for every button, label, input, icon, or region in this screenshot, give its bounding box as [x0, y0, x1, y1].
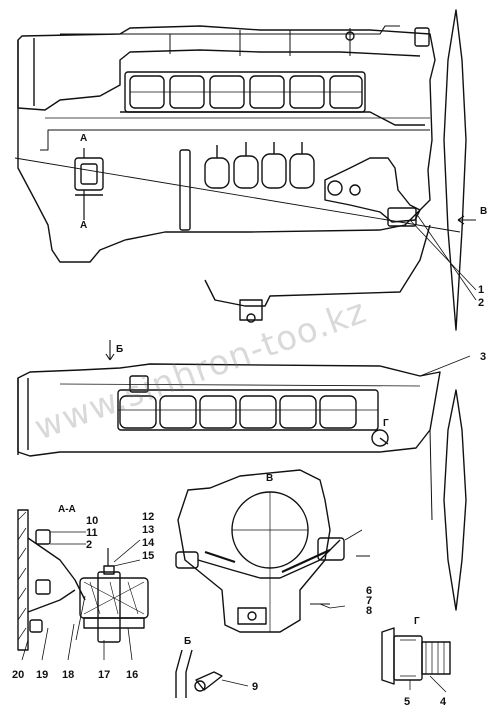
callout-2b: 2 — [86, 539, 92, 551]
detail-section-aa — [17, 509, 149, 661]
callout-3: 3 — [480, 351, 486, 363]
callout-17: 17 — [98, 669, 110, 681]
view-mark-v-arrow: В — [480, 206, 487, 217]
callout-16: 16 — [126, 669, 138, 681]
detail-title-b: Б — [184, 636, 191, 647]
oil-filters — [204, 142, 315, 189]
view-mark-g-top: Г — [383, 418, 389, 429]
section-mark-a-bottom: А — [80, 220, 87, 231]
callout-1: 1 — [478, 284, 484, 296]
callout-2: 2 — [478, 297, 484, 309]
callout-5: 5 — [404, 696, 410, 708]
callout-15: 15 — [142, 550, 154, 562]
section-mark-a-top: А — [80, 133, 87, 144]
detail-view-v — [175, 469, 370, 633]
callout-12: 12 — [142, 511, 154, 523]
callout-11: 11 — [86, 527, 98, 539]
callout-18: 18 — [62, 669, 74, 681]
detail-title-g: Г — [414, 616, 420, 627]
callout-20: 20 — [12, 669, 24, 681]
detail-title-v: В — [266, 473, 273, 484]
callout-8: 8 — [366, 605, 372, 617]
engine-side-view — [17, 340, 471, 611]
callout-14: 14 — [142, 537, 155, 549]
callout-9: 9 — [252, 681, 258, 693]
callout-19: 19 — [36, 669, 48, 681]
engine-top-view — [14, 9, 477, 331]
callout-6: 6 — [366, 585, 372, 597]
callout-13: 13 — [142, 524, 154, 536]
callout-10: 10 — [86, 515, 98, 527]
view-mark-b-arrow: Б — [116, 344, 123, 355]
detail-view-g — [381, 627, 451, 693]
detail-view-b — [175, 649, 249, 698]
callout-4: 4 — [440, 696, 447, 708]
detail-title-aa: А-А — [58, 504, 76, 515]
callout-7: 7 — [366, 595, 372, 607]
